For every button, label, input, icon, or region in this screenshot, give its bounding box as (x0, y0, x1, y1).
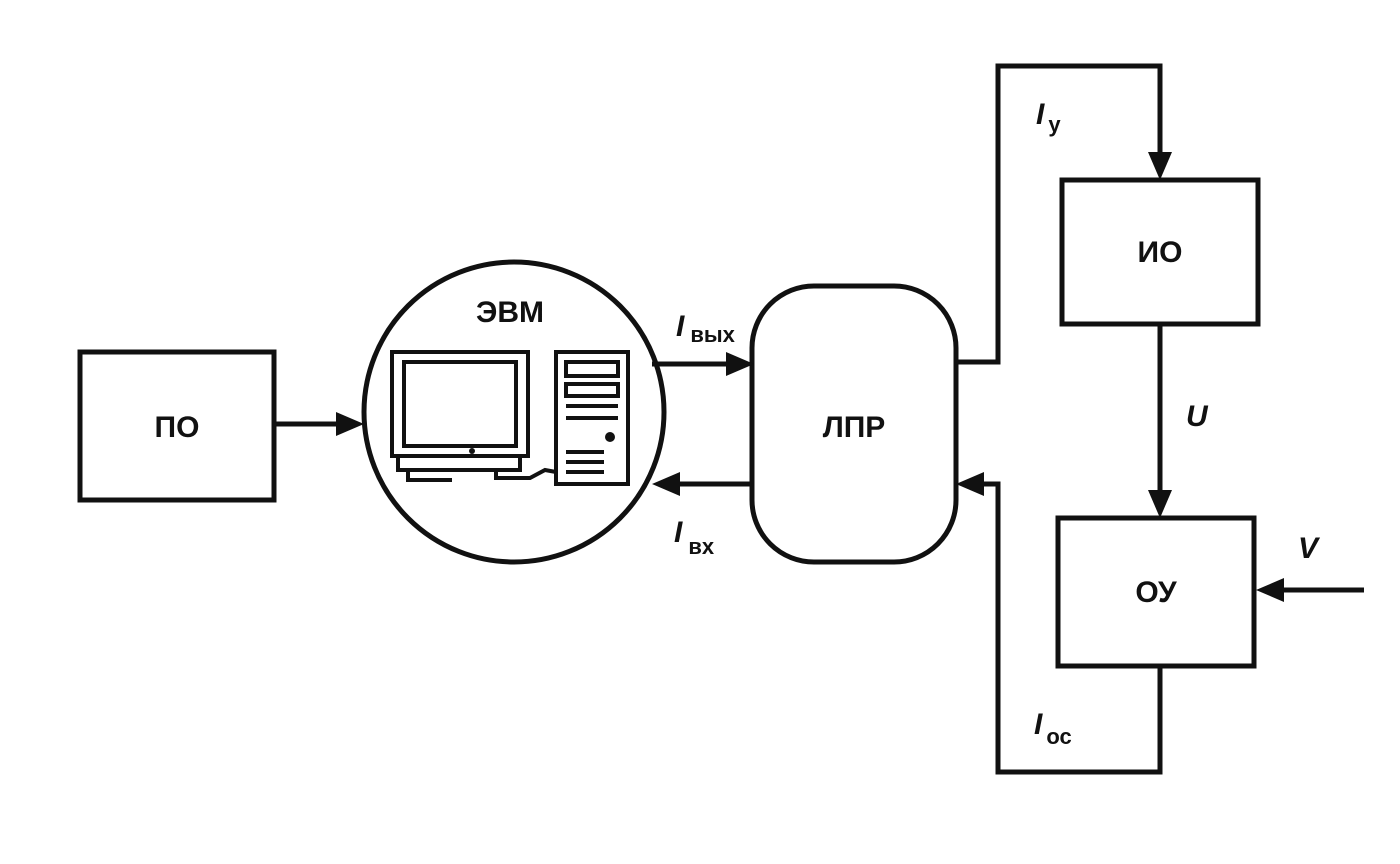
arrow-evm-to-lpr (652, 352, 754, 376)
block-po: ПО (77, 349, 277, 503)
block-ou: ОУ (1055, 515, 1257, 669)
block-lpr: ЛПР (749, 283, 959, 565)
signal-u-label: U (1186, 400, 1209, 433)
signal-i-vh-sub: вх (688, 534, 715, 559)
arrow-lpr-to-evm (652, 472, 752, 496)
arrow-v-to-ou (1256, 578, 1364, 602)
signal-i-vyh-sub: вых (690, 322, 735, 347)
arrow-lpr-to-io (956, 63, 1172, 365)
computer-monitor-icon (390, 350, 557, 482)
block-evm-label: ЭВМ (476, 296, 544, 329)
signal-i-vyh-main: I (676, 310, 685, 343)
signal-i-os-main: I (1034, 708, 1043, 741)
arrow-io-to-ou (1148, 324, 1172, 518)
block-io-label: ИО (1138, 236, 1183, 269)
signal-i-os-sub: ос (1046, 724, 1071, 749)
signal-i-y-sub: у (1048, 112, 1061, 137)
signal-i-vh-main: I (674, 516, 683, 549)
system-unit-icon (554, 350, 630, 486)
block-ou-label: ОУ (1135, 576, 1177, 609)
signal-v-label: V (1298, 532, 1321, 565)
arrow-ou-to-lpr (956, 472, 1163, 775)
block-evm: ЭВМ (361, 259, 667, 565)
block-lpr-label: ЛПР (823, 411, 886, 444)
block-po-label: ПО (155, 411, 200, 444)
block-io: ИО (1059, 177, 1261, 327)
signal-i-y-main: I (1036, 98, 1045, 131)
arrow-po-to-evm (274, 412, 364, 436)
